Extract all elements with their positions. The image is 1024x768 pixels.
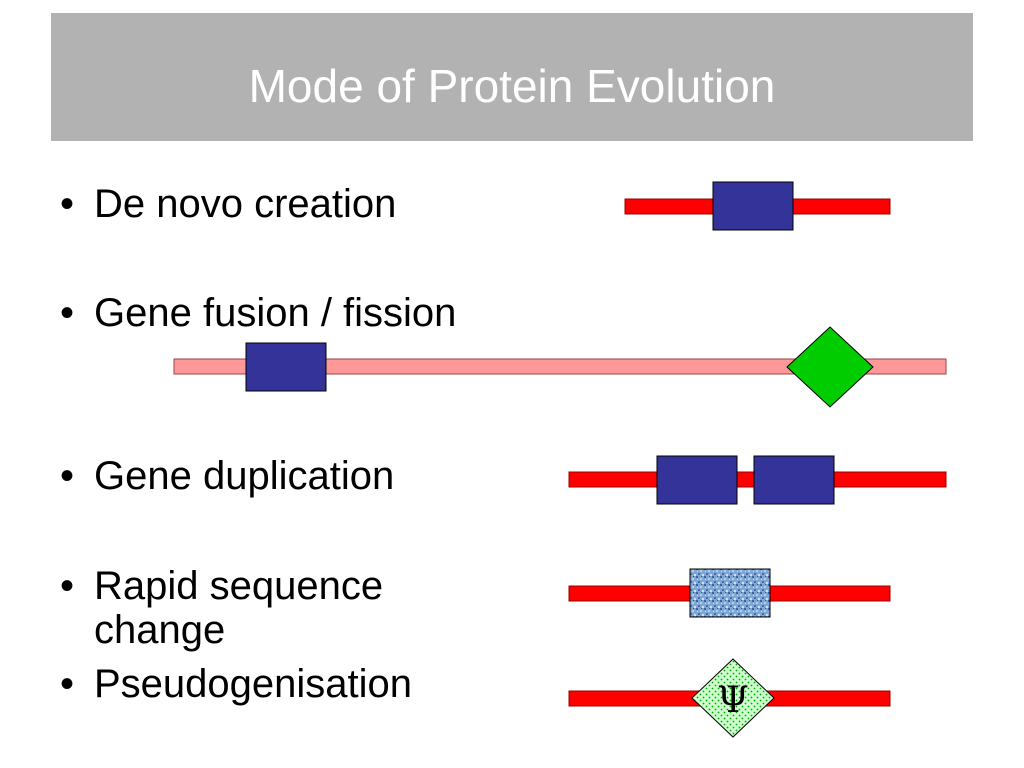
domain-box [245, 342, 327, 392]
fusion-gene-line [173, 358, 947, 375]
gene-fusion-gene [173, 326, 947, 408]
duplicated-domain-box [753, 455, 835, 505]
pseudogene: Ψ [568, 658, 891, 738]
gene-duplication-gene [568, 455, 947, 505]
bullet-gene-fusion: • Gene fusion / fission [60, 291, 457, 335]
diamond-domain [786, 326, 874, 408]
rapid-change-gene [568, 568, 891, 618]
domain-box [712, 181, 794, 231]
mutated-domain-box [689, 568, 771, 618]
bullet-marker: • [60, 662, 75, 706]
title-bar: Mode of Protein Evolution [51, 13, 973, 141]
bullet-marker: • [60, 564, 75, 608]
bullet-de-novo: • De novo creation [60, 182, 397, 226]
pseudo-diamond [691, 658, 775, 738]
slide-title: Mode of Protein Evolution [248, 60, 776, 112]
psi-symbol: Ψ [717, 680, 749, 721]
de-novo-gene [624, 181, 891, 231]
bullet-gene-duplication: • Gene duplication [60, 454, 395, 498]
bullet-marker: • [60, 291, 75, 335]
domain-box [656, 455, 738, 505]
bullet-rapid-sequence-change: • Rapid sequence change [60, 564, 384, 652]
bullet-marker: • [60, 454, 75, 498]
bullet-marker: • [60, 182, 75, 226]
bullet-pseudogenisation: • Pseudogenisation [60, 662, 413, 706]
